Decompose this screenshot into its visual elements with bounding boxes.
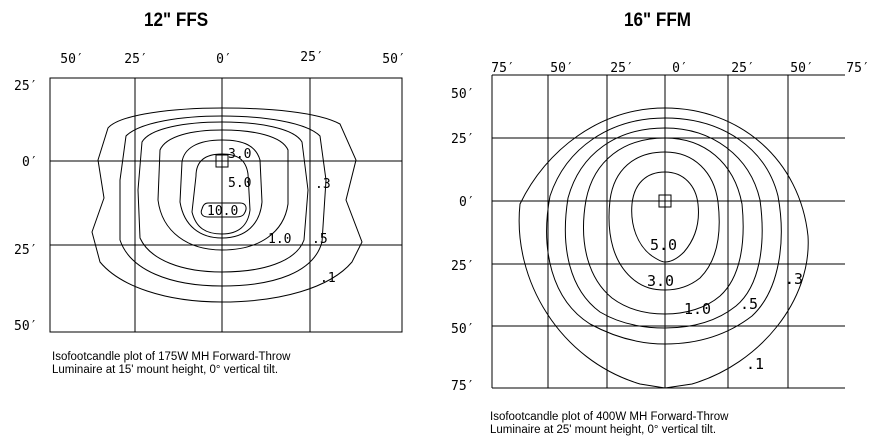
right-y-tick: 0′	[459, 195, 475, 210]
right-x-tick: 50′	[790, 61, 813, 76]
right-plot-contours	[518, 107, 809, 389]
left-contour-label: .5	[312, 232, 328, 247]
right-y-tick: 25′	[451, 259, 474, 274]
contour-10.0	[200, 202, 247, 218]
right-x-tick: 75′	[846, 61, 869, 76]
left-y-tick: 50′	[14, 319, 37, 334]
contour-0.1	[91, 107, 363, 303]
right-contour-label: .1	[746, 355, 764, 373]
caption-line: Luminaire at 25' mount height, 0° vertic…	[490, 424, 717, 436]
left-luminaire-marker	[215, 154, 229, 168]
caption-line: Luminaire at 15' mount height, 0° vertic…	[52, 364, 279, 376]
right-y-tick: 25′	[451, 132, 474, 147]
right-x-tick: 25′	[731, 61, 754, 76]
right-contour-label: .5	[740, 295, 758, 313]
right-contour-label: 5.0	[650, 236, 677, 254]
caption-line: Isofootcandle plot of 175W MH Forward-Th…	[52, 351, 291, 363]
left-contour-label: 3.0	[228, 147, 251, 162]
left-x-tick: 50′	[382, 52, 405, 67]
right-plot-caption: Isofootcandle plot of 400W MH Forward-Th…	[490, 411, 728, 437]
contour-0.3	[546, 117, 782, 345]
left-y-tick: 0′	[22, 155, 38, 170]
left-x-tick: 25′	[124, 52, 147, 67]
left-plot-contours	[91, 107, 363, 303]
left-x-tick: 25′	[300, 50, 323, 65]
left-x-tick: 50′	[60, 52, 83, 67]
right-luminaire-marker	[658, 194, 672, 208]
left-plot-caption: Isofootcandle plot of 175W MH Forward-Th…	[52, 351, 290, 377]
contour-1.0	[583, 137, 744, 315]
left-contour-label: 5.0	[228, 176, 251, 191]
left-x-tick: 0′	[216, 52, 232, 67]
right-contour-label: .3	[785, 270, 803, 288]
left-contour-label: 10.0	[207, 204, 238, 219]
right-plot-title: 16" FFM	[624, 10, 692, 31]
left-y-tick: 25′	[14, 243, 37, 258]
right-contour-label: 1.0	[684, 300, 711, 318]
left-contour-label: .1	[320, 271, 336, 286]
contour-5.0	[191, 153, 251, 235]
left-contour-label: 1.0	[268, 232, 291, 247]
contour-0.3	[119, 115, 327, 287]
right-y-tick: 50′	[451, 87, 474, 102]
right-plot-grid	[491, 74, 845, 389]
right-y-tick: 50′	[451, 322, 474, 337]
right-x-tick: 25′	[610, 61, 633, 76]
right-x-tick: 75′	[491, 61, 514, 76]
right-y-tick: 75′	[451, 379, 474, 394]
right-contour-label: 3.0	[647, 272, 674, 290]
contour-1.0	[157, 129, 289, 251]
left-contour-label: .3	[315, 177, 331, 192]
contour-0.5	[137, 121, 309, 273]
right-x-tick: 0′	[672, 61, 688, 76]
contour-0.1	[518, 107, 809, 389]
contour-5.0	[631, 171, 699, 263]
right-x-tick: 50′	[550, 61, 573, 76]
contour-3.0	[179, 139, 263, 239]
left-plot-grid	[49, 77, 403, 333]
contour-3.0	[608, 151, 720, 291]
contour-0.5	[564, 127, 763, 329]
left-plot-title: 12" FFS	[144, 10, 209, 31]
caption-line: Isofootcandle plot of 400W MH Forward-Th…	[490, 411, 729, 423]
left-y-tick: 25′	[14, 79, 37, 94]
